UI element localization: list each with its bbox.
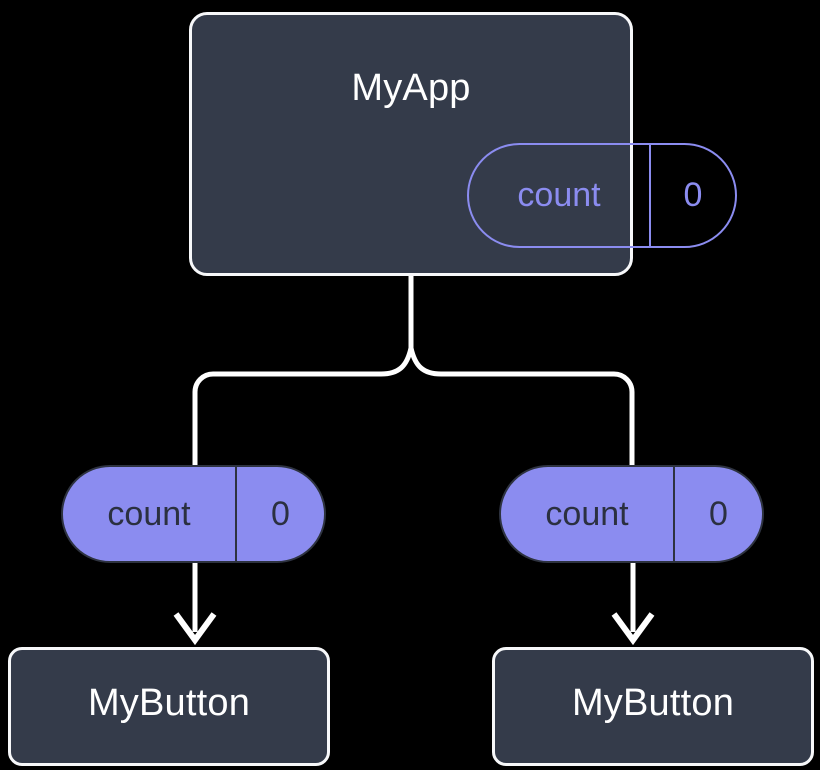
state-pill-key: count	[469, 145, 651, 246]
edge-branch-right	[408, 347, 635, 465]
component-label-mybutton-right: MyButton	[571, 682, 735, 724]
prop-pill-key: count	[63, 467, 237, 561]
component-box-mybutton-left[interactable]: MyButton	[8, 647, 330, 766]
prop-pill-value: 0	[709, 494, 728, 533]
prop-pill-key: count	[501, 467, 675, 561]
prop-pill-value: 0	[271, 494, 290, 533]
edge-branch-left	[192, 347, 414, 465]
arrow-head-left-icon	[173, 612, 217, 646]
prop-pill-left-count[interactable]: count 0	[61, 465, 326, 563]
component-box-myapp[interactable]: MyApp count 0	[189, 12, 737, 276]
component-label-mybutton-left: MyButton	[87, 682, 251, 724]
component-box-mybutton-right[interactable]: MyButton	[492, 647, 814, 766]
state-pill-value: 0	[683, 176, 703, 214]
state-pill-myapp-count[interactable]: count 0	[467, 143, 737, 248]
prop-pill-right-count[interactable]: count 0	[499, 465, 764, 563]
arrow-head-right-icon	[611, 612, 655, 646]
component-label-myapp: MyApp	[351, 67, 471, 109]
